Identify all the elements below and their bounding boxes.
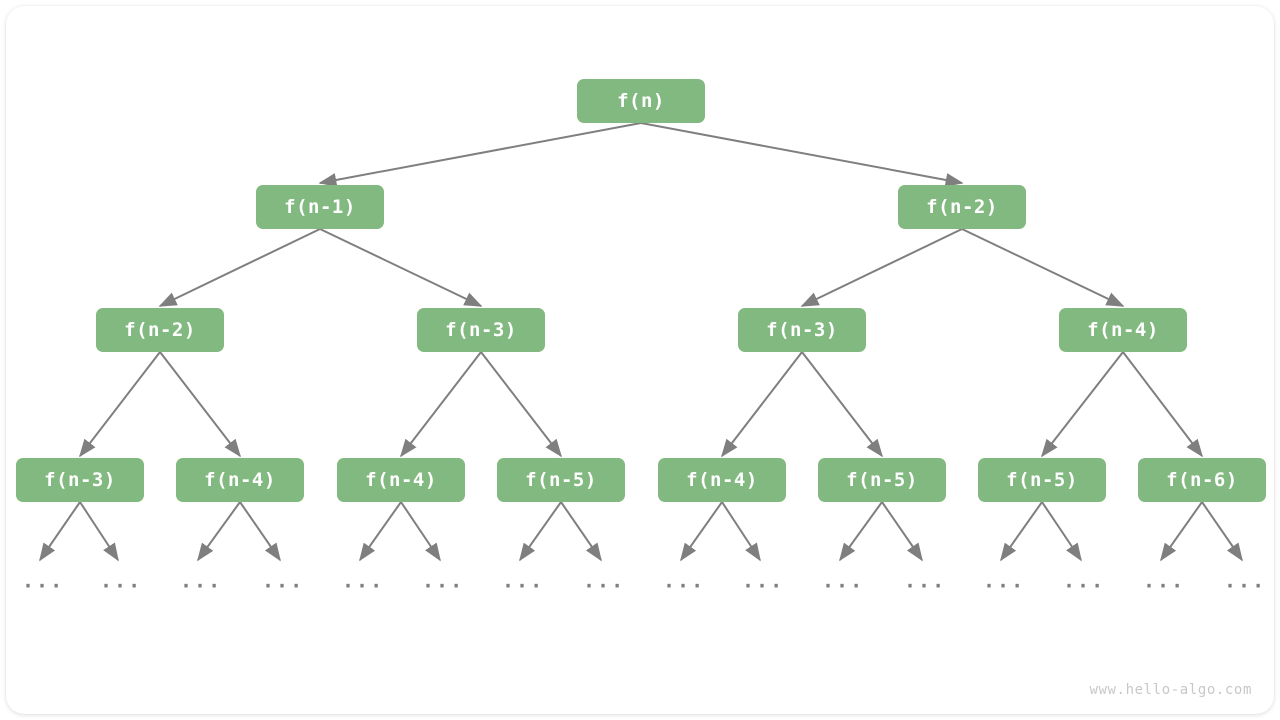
tree-node: f(n-4): [176, 458, 304, 502]
ellipsis-label: ···: [502, 574, 545, 598]
tree-node: f(n-3): [16, 458, 144, 502]
watermark: www.hello-algo.com: [1089, 682, 1252, 698]
ellipsis-label: ···: [180, 574, 223, 598]
ellipsis-label: ···: [100, 574, 143, 598]
ellipsis-label: ···: [22, 574, 65, 598]
ellipsis-label: ···: [742, 574, 785, 598]
tree-node: f(n-5): [497, 458, 625, 502]
ellipsis-label: ···: [663, 574, 706, 598]
tree-node: f(n-5): [978, 458, 1106, 502]
tree-node: f(n): [577, 79, 705, 123]
ellipsis-label: ···: [983, 574, 1026, 598]
ellipsis-label: ···: [583, 574, 626, 598]
ellipsis-label: ···: [262, 574, 305, 598]
ellipsis-label: ···: [1063, 574, 1106, 598]
tree-node: f(n-2): [898, 185, 1026, 229]
ellipsis-label: ···: [904, 574, 947, 598]
ellipsis-label: ···: [822, 574, 865, 598]
tree-node: f(n-4): [658, 458, 786, 502]
tree-node: f(n-4): [337, 458, 465, 502]
tree-node: f(n-3): [738, 308, 866, 352]
ellipsis-label: ···: [342, 574, 385, 598]
ellipsis-label: ···: [1143, 574, 1186, 598]
tree-node: f(n-3): [417, 308, 545, 352]
tree-node: f(n-5): [818, 458, 946, 502]
tree-node: f(n-6): [1138, 458, 1266, 502]
tree-node: f(n-1): [256, 185, 384, 229]
tree-node: f(n-4): [1059, 308, 1187, 352]
ellipsis-label: ···: [422, 574, 465, 598]
tree-node: f(n-2): [96, 308, 224, 352]
ellipsis-label: ···: [1224, 574, 1267, 598]
